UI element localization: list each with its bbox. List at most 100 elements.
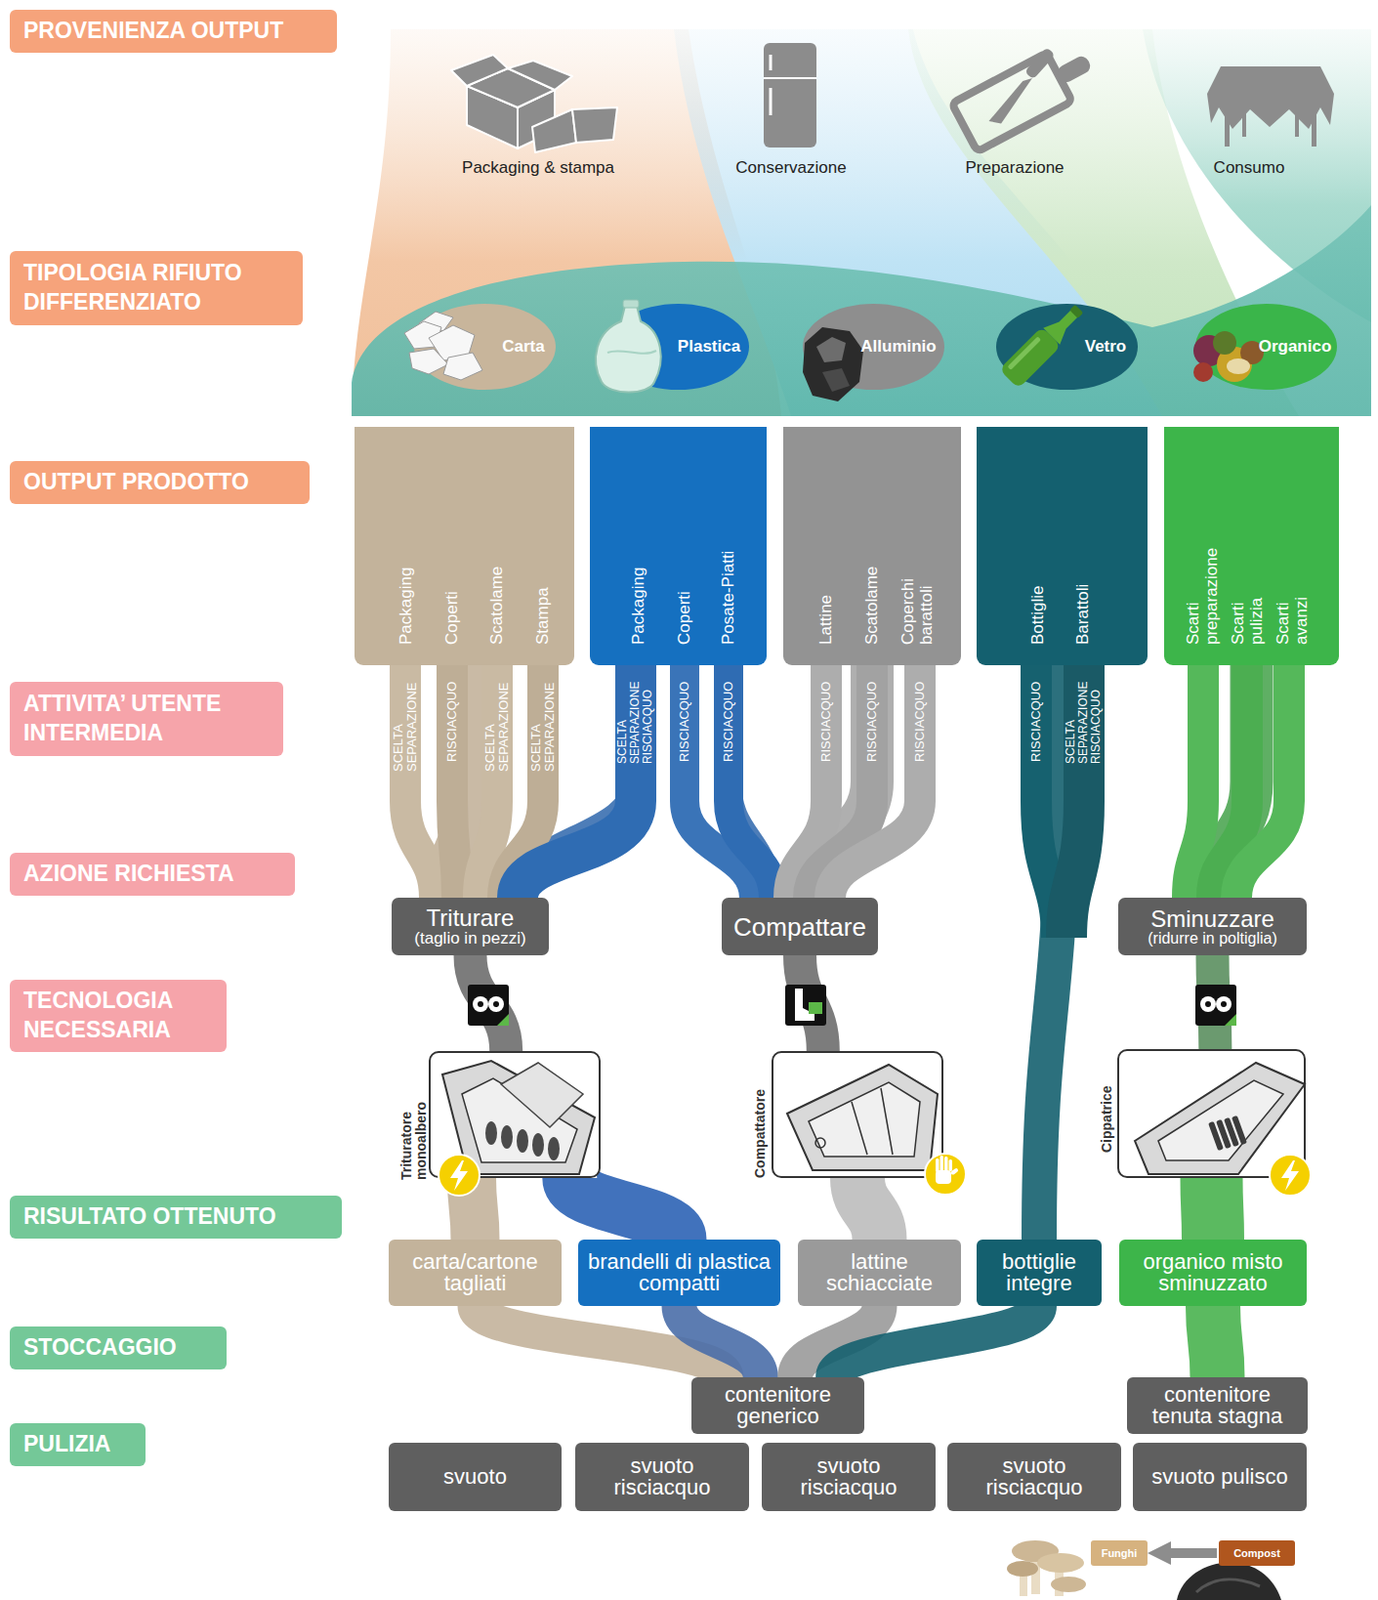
box-text: lattine schiacciate bbox=[805, 1251, 954, 1295]
machine-name: Trituratore monoalbero bbox=[399, 1101, 430, 1180]
row-header-text: PROVENIENZA OUTPUT bbox=[23, 16, 284, 46]
cleaning-box: svuoto risciacquo bbox=[761, 1442, 936, 1511]
box-text: svuoto pulisco bbox=[1151, 1465, 1288, 1488]
output-item: Coperti bbox=[443, 590, 462, 645]
row-header: TIPOLOGIA RIFIUTO DIFFERENZIATO bbox=[9, 250, 303, 326]
waste-type-name: Organico bbox=[1258, 336, 1333, 357]
activity-label: RISCIACQUO bbox=[913, 681, 927, 762]
row-header: OUTPUT PRODOTTO bbox=[9, 460, 310, 504]
cleaning-box: svuoto risciacquo bbox=[575, 1442, 750, 1511]
waste-type-ellipse: Vetro bbox=[996, 303, 1138, 390]
output-item: Scatolame bbox=[488, 566, 507, 645]
activity-label: SCELTA SEPARAZIONE bbox=[391, 682, 420, 773]
row-header-text: PULIZIA bbox=[23, 1429, 111, 1460]
output-item: Packaging bbox=[397, 567, 417, 645]
activity-label: RISCIACQUO bbox=[865, 681, 879, 762]
row-header-text: AZIONE RICHIESTA bbox=[23, 859, 235, 889]
storage-box: contenitore generico bbox=[691, 1377, 865, 1434]
activity-label: RISCIACQUO bbox=[445, 681, 460, 762]
result-box: lattine schiacciate bbox=[797, 1239, 961, 1306]
row-header-text: OUTPUT PRODOTTO bbox=[23, 467, 250, 498]
output-column: PackagingCopertiScatolameStampa bbox=[354, 426, 575, 666]
box-text: contenitore generico bbox=[699, 1383, 857, 1427]
output-item: Posate-Piatti bbox=[719, 550, 739, 645]
action-box: Triturare(taglio in pezzi) bbox=[391, 897, 549, 956]
output-column: Scarti preparazioneScarti puliziaScarti … bbox=[1164, 426, 1339, 666]
box-text: (ridurre in poltiglia) bbox=[1147, 930, 1278, 947]
row-header: TECNOLOGIA NECESSARIA bbox=[9, 979, 227, 1052]
action-box: Sminuzzare(ridurre in poltiglia) bbox=[1118, 897, 1307, 956]
waste-type-name: Alluminio bbox=[860, 336, 936, 357]
output-item: Lattine bbox=[817, 594, 836, 645]
cleaning-box: svuoto risciacquo bbox=[947, 1442, 1122, 1511]
result-box: bottiglie integre bbox=[976, 1239, 1102, 1306]
waste-type-name: Carta bbox=[501, 336, 544, 357]
result-box: carta/cartone tagliati bbox=[388, 1239, 562, 1306]
machine-box: Cippatrice bbox=[1117, 1048, 1306, 1178]
waste-type-name: Vetro bbox=[1085, 336, 1128, 357]
node-shape bbox=[430, 1052, 599, 1176]
row-header-text: TIPOLOGIA RIFIUTO DIFFERENZIATO bbox=[23, 258, 290, 318]
output-item: Coperchi barattoli bbox=[899, 578, 936, 645]
flow-band bbox=[679, 1305, 761, 1378]
activity-label: RISCIACQUO bbox=[721, 681, 736, 762]
row-header-text: RISULTATO OTTENUTO bbox=[23, 1202, 277, 1232]
row-header: AZIONE RICHIESTA bbox=[9, 852, 295, 896]
row-header: PROVENIENZA OUTPUT bbox=[9, 9, 337, 53]
box-text: Sminuzzare bbox=[1150, 907, 1275, 931]
box-text: Compost bbox=[1233, 1546, 1281, 1559]
box-text: brandelli di plastica compatti bbox=[585, 1251, 773, 1295]
activity-label: SCELTA SEPARAZIONE bbox=[529, 682, 558, 773]
arrow-connector bbox=[1163, 1547, 1217, 1558]
waste-type-name: Plastica bbox=[677, 336, 741, 357]
cleaning-box: svuoto pulisco bbox=[1132, 1442, 1307, 1511]
box-text: carta/cartone tagliati bbox=[396, 1251, 554, 1295]
machine-box: Compattatore bbox=[771, 1050, 944, 1178]
row-header: STOCCAGGIO bbox=[9, 1326, 227, 1370]
box-text: svuoto bbox=[443, 1465, 507, 1488]
row-header-text: TECNOLOGIA NECESSARIA bbox=[23, 986, 213, 1045]
box-text: contenitore tenuta stagna bbox=[1134, 1383, 1300, 1427]
output-item: Scatolame bbox=[863, 566, 882, 645]
product-tag: Compost bbox=[1218, 1540, 1295, 1566]
output-column: Packaging Coperti Posate-Piatti bbox=[589, 426, 767, 666]
output-column: BottiglieBarattoli bbox=[976, 426, 1148, 666]
result-box: brandelli di plastica compatti bbox=[578, 1239, 781, 1306]
source-label: Preparazione bbox=[964, 158, 1064, 178]
output-item: Scarti avanzi bbox=[1274, 596, 1311, 645]
output-item: Packaging bbox=[629, 567, 649, 645]
machine-name: Compattatore bbox=[752, 1088, 768, 1178]
flow-band bbox=[1211, 1177, 1214, 1240]
activity-label: SCELTA SEPARAZIONE RISCIACQUO bbox=[616, 681, 656, 764]
waste-type-ellipse: Plastica bbox=[607, 303, 750, 390]
result-box: organico misto sminuzzato bbox=[1119, 1239, 1307, 1306]
box-text: svuoto risciacquo bbox=[955, 1455, 1114, 1499]
box-text: bottiglie integre bbox=[984, 1251, 1094, 1295]
source-label: Packaging & stampa bbox=[461, 158, 615, 178]
box-text: Compattare bbox=[733, 914, 867, 940]
output-item: Coperti bbox=[675, 590, 695, 645]
row-header-text: STOCCAGGIO bbox=[23, 1333, 177, 1363]
node-shape bbox=[773, 1052, 942, 1176]
source-label: Consumo bbox=[1213, 158, 1286, 178]
flow-band bbox=[857, 1177, 880, 1240]
box-text: Funghi bbox=[1101, 1546, 1138, 1559]
activity-label: RISCIACQUO bbox=[677, 681, 692, 762]
row-header: RISULTATO OTTENUTO bbox=[9, 1195, 342, 1239]
row-header-text: ATTIVITA’ UTENTE INTERMEDIA bbox=[23, 689, 270, 749]
product-tag: Funghi bbox=[1090, 1540, 1148, 1566]
waste-type-ellipse: Organico bbox=[1195, 303, 1337, 390]
activity-label: SCELTA SEPARAZIONE RISCIACQUO bbox=[1064, 681, 1104, 764]
activity-label: SCELTA SEPARAZIONE bbox=[483, 682, 512, 773]
box-text: svuoto risciacquo bbox=[583, 1455, 742, 1499]
box-text: organico misto sminuzzato bbox=[1127, 1251, 1299, 1295]
machine-box: Trituratore monoalbero bbox=[428, 1050, 601, 1178]
output-item: Scarti preparazione bbox=[1184, 547, 1221, 645]
waste-type-ellipse: Alluminio bbox=[802, 303, 945, 390]
node-shape bbox=[1119, 1050, 1304, 1176]
box-text: svuoto risciacquo bbox=[769, 1455, 928, 1499]
row-header: PULIZIA bbox=[9, 1422, 146, 1466]
